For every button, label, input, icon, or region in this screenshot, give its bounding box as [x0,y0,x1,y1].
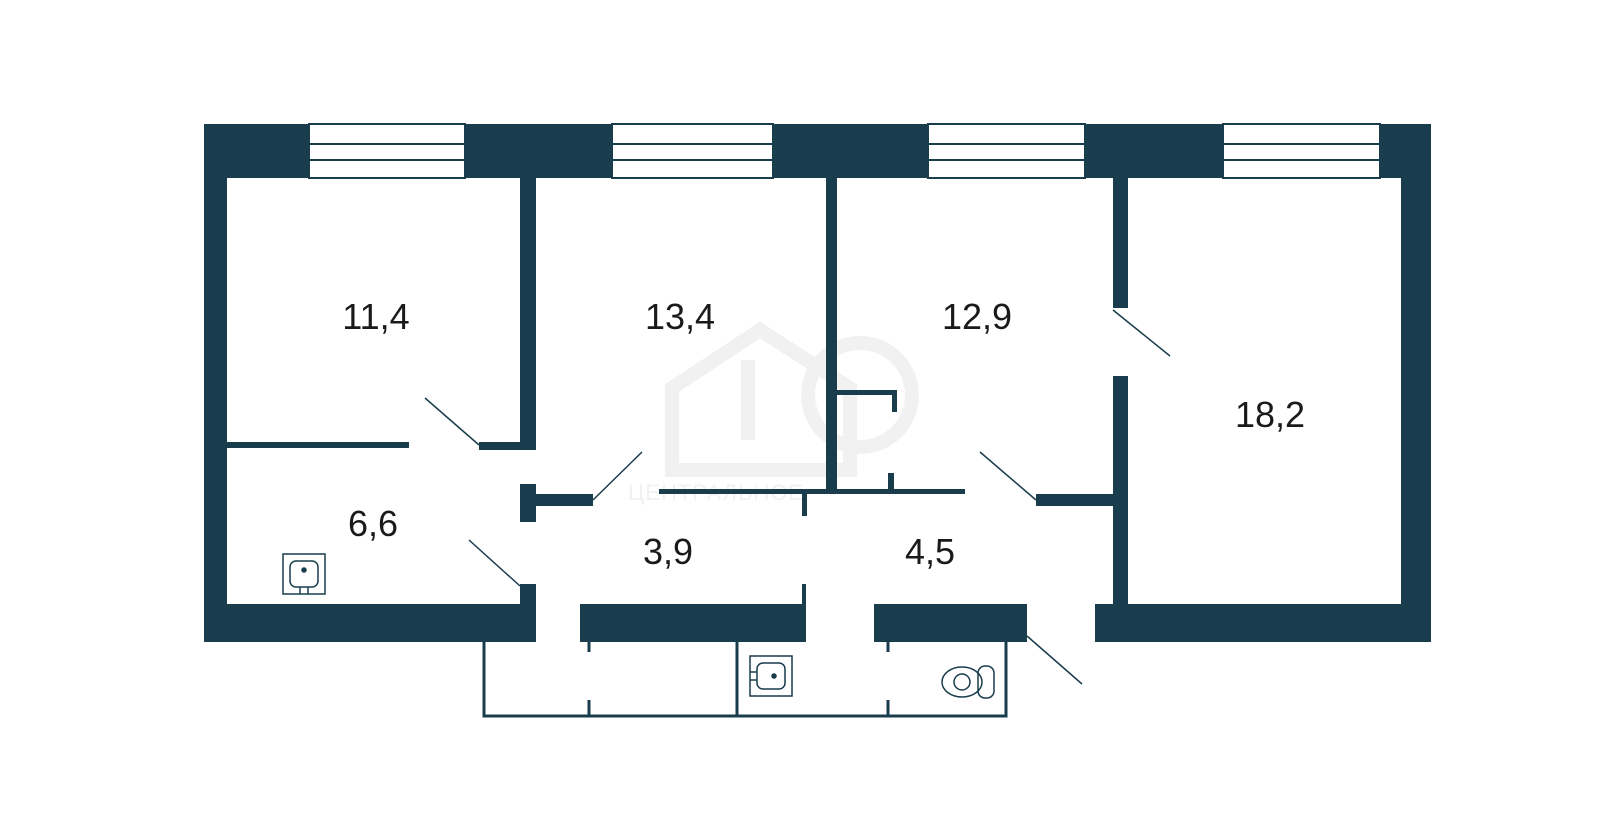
door-room-1 [424,397,480,446]
partition-hall-top [659,489,965,494]
door-room-4 [1112,309,1171,357]
toilet-icon [941,665,995,699]
room-area-label: 3,9 [643,531,693,572]
door-room-3 [979,451,1037,501]
room-area-label: 4,5 [905,531,955,572]
building-logo-icon [665,321,919,477]
hall-post-top [802,494,807,516]
door-room-2 [592,451,643,501]
room-area-label: 13,4 [645,296,715,337]
wall-bottom-3 [874,604,1027,642]
bathroom-annex [482,642,1008,718]
doors [424,309,1171,685]
watermark: ЦЕНТРАЛЬНОЕ [628,321,919,505]
hall-post [802,584,806,604]
closet-stub [888,473,894,491]
annex-outline [482,642,1008,718]
wall-bottom-2 [580,604,806,642]
wall-top-4 [1085,124,1223,178]
room-area-label: 18,2 [1235,394,1305,435]
wall-left [204,124,227,642]
partition-1-ledge [479,442,536,450]
wall-right [1401,124,1431,642]
walls [204,124,1431,642]
window-2 [611,123,774,179]
room-area-label: 11,4 [342,296,409,337]
door-kitchen [468,539,521,587]
window-4 [1222,123,1381,179]
room-area-label: 6,6 [348,503,398,544]
window-3 [927,123,1086,179]
door-entrance [1026,635,1083,685]
partition-1-2-upper [520,178,536,442]
partition-3-4-lower [1113,376,1128,604]
wall-top-2 [465,124,612,178]
partition-2-3-upper [826,178,837,396]
closet-top [837,390,897,395]
partition-2-3-lower [826,396,837,491]
wall-bottom-1 [204,604,536,642]
wall-stub-entry-left [520,584,536,604]
wall-top-3 [773,124,928,178]
partition-3-4-upper [1113,178,1128,308]
window-1 [308,123,466,179]
partition-kitchen [227,442,409,448]
partition-2-bottom [536,494,593,506]
windows [308,123,1381,179]
room-area-label: 12,9 [942,296,1012,337]
partition-3-bottom [1036,494,1113,506]
sink-icon [282,553,326,595]
closet-side [892,390,897,412]
partition-1-2-lower [520,484,536,522]
sink-icon [749,655,793,697]
room-labels: 11,4 13,4 12,9 18,2 6,6 3,9 4,5 [342,296,1305,572]
wall-bottom-4 [1095,604,1431,642]
